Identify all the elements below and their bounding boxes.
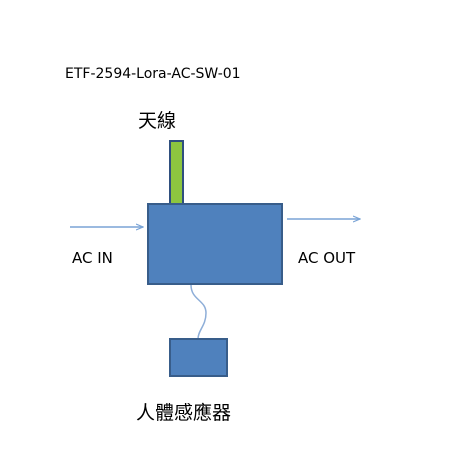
antenna-label: 天線 [138,110,177,132]
sensor-box [169,338,228,377]
sensor-wire [190,284,207,340]
ac-out-label: AC OUT [298,249,356,267]
antenna-block [169,140,184,206]
ac-in-label: AC IN [72,249,113,267]
diagram-title: ETF-2594-Lora-AC-SW-01 [65,66,241,82]
sensor-label: 人體感應器 [136,402,232,424]
controller-box [147,203,283,285]
